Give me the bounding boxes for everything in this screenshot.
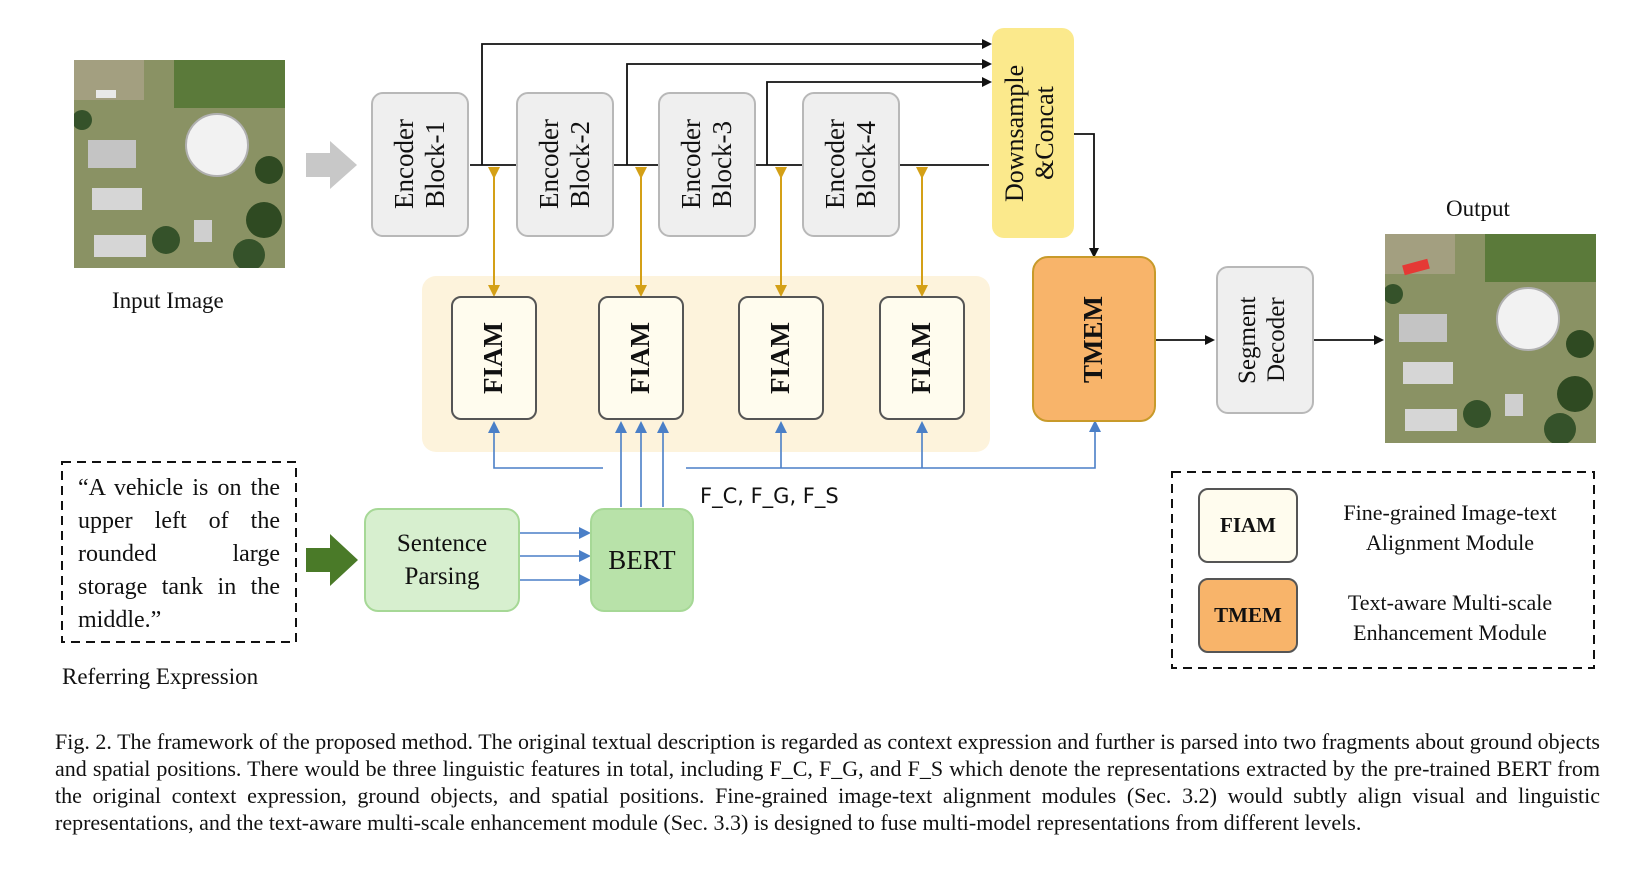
fiam-block-1: FIAM — [451, 296, 537, 420]
green-right-arrow-icon — [306, 534, 358, 586]
figure-caption: Fig. 2. The framework of the proposed me… — [55, 728, 1600, 836]
encoder-block-2: Encoder Block-2 — [516, 92, 614, 237]
legend-tmem-swatch: TMEM — [1198, 578, 1298, 653]
output-satellite-image — [1385, 234, 1596, 443]
referring-expression-text: “A vehicle is on the upper left of the r… — [78, 475, 280, 633]
output-label: Output — [1446, 196, 1510, 221]
legend-fiam-description: Fine-grained Image-text Alignment Module — [1343, 500, 1557, 555]
sentence-parsing-block: Sentence Parsing — [364, 508, 520, 612]
fiam-block-2: FIAM — [598, 296, 684, 420]
referring-expression-box — [61, 461, 297, 643]
legend-box — [1171, 471, 1595, 669]
fiam-block-4: FIAM — [879, 296, 965, 420]
skip-connection-2 — [626, 59, 992, 165]
skip-connection-3 — [766, 77, 992, 165]
fiam-block-3: FIAM — [738, 296, 824, 420]
encoder-block-3: Encoder Block-3 — [658, 92, 756, 237]
referring-expression-label: Referring Expression — [62, 664, 259, 689]
input-satellite-image — [74, 60, 285, 268]
bert-block: BERT — [590, 508, 694, 612]
gray-right-arrow-icon — [306, 141, 357, 189]
skip-connection-1 — [481, 39, 992, 165]
downsample-concat-block: Downsample &Concat — [992, 28, 1074, 238]
downsample-to-tmem-arrow — [1074, 133, 1099, 258]
encoder-block-4: Encoder Block-4 — [802, 92, 900, 237]
input-image-label: Input Image — [112, 288, 224, 313]
encoder-block-1: Encoder Block-1 — [371, 92, 469, 237]
features-text: F_C, F_G, F_S — [700, 484, 839, 508]
tmem-block: TMEM — [1032, 256, 1156, 422]
segment-decoder-block: Segment Decoder — [1216, 266, 1314, 414]
gold-bidirectional-arrows — [488, 167, 928, 297]
legend-tmem-description: Text-aware Multi-scale Enhancement Modul… — [1347, 590, 1553, 645]
legend-fiam-swatch: FIAM — [1198, 488, 1298, 563]
features-label: F_C, F_G, F_S — [700, 484, 839, 508]
caption-text: Fig. 2. The framework of the proposed me… — [55, 729, 1600, 835]
blue-feature-lines — [488, 420, 1101, 586]
